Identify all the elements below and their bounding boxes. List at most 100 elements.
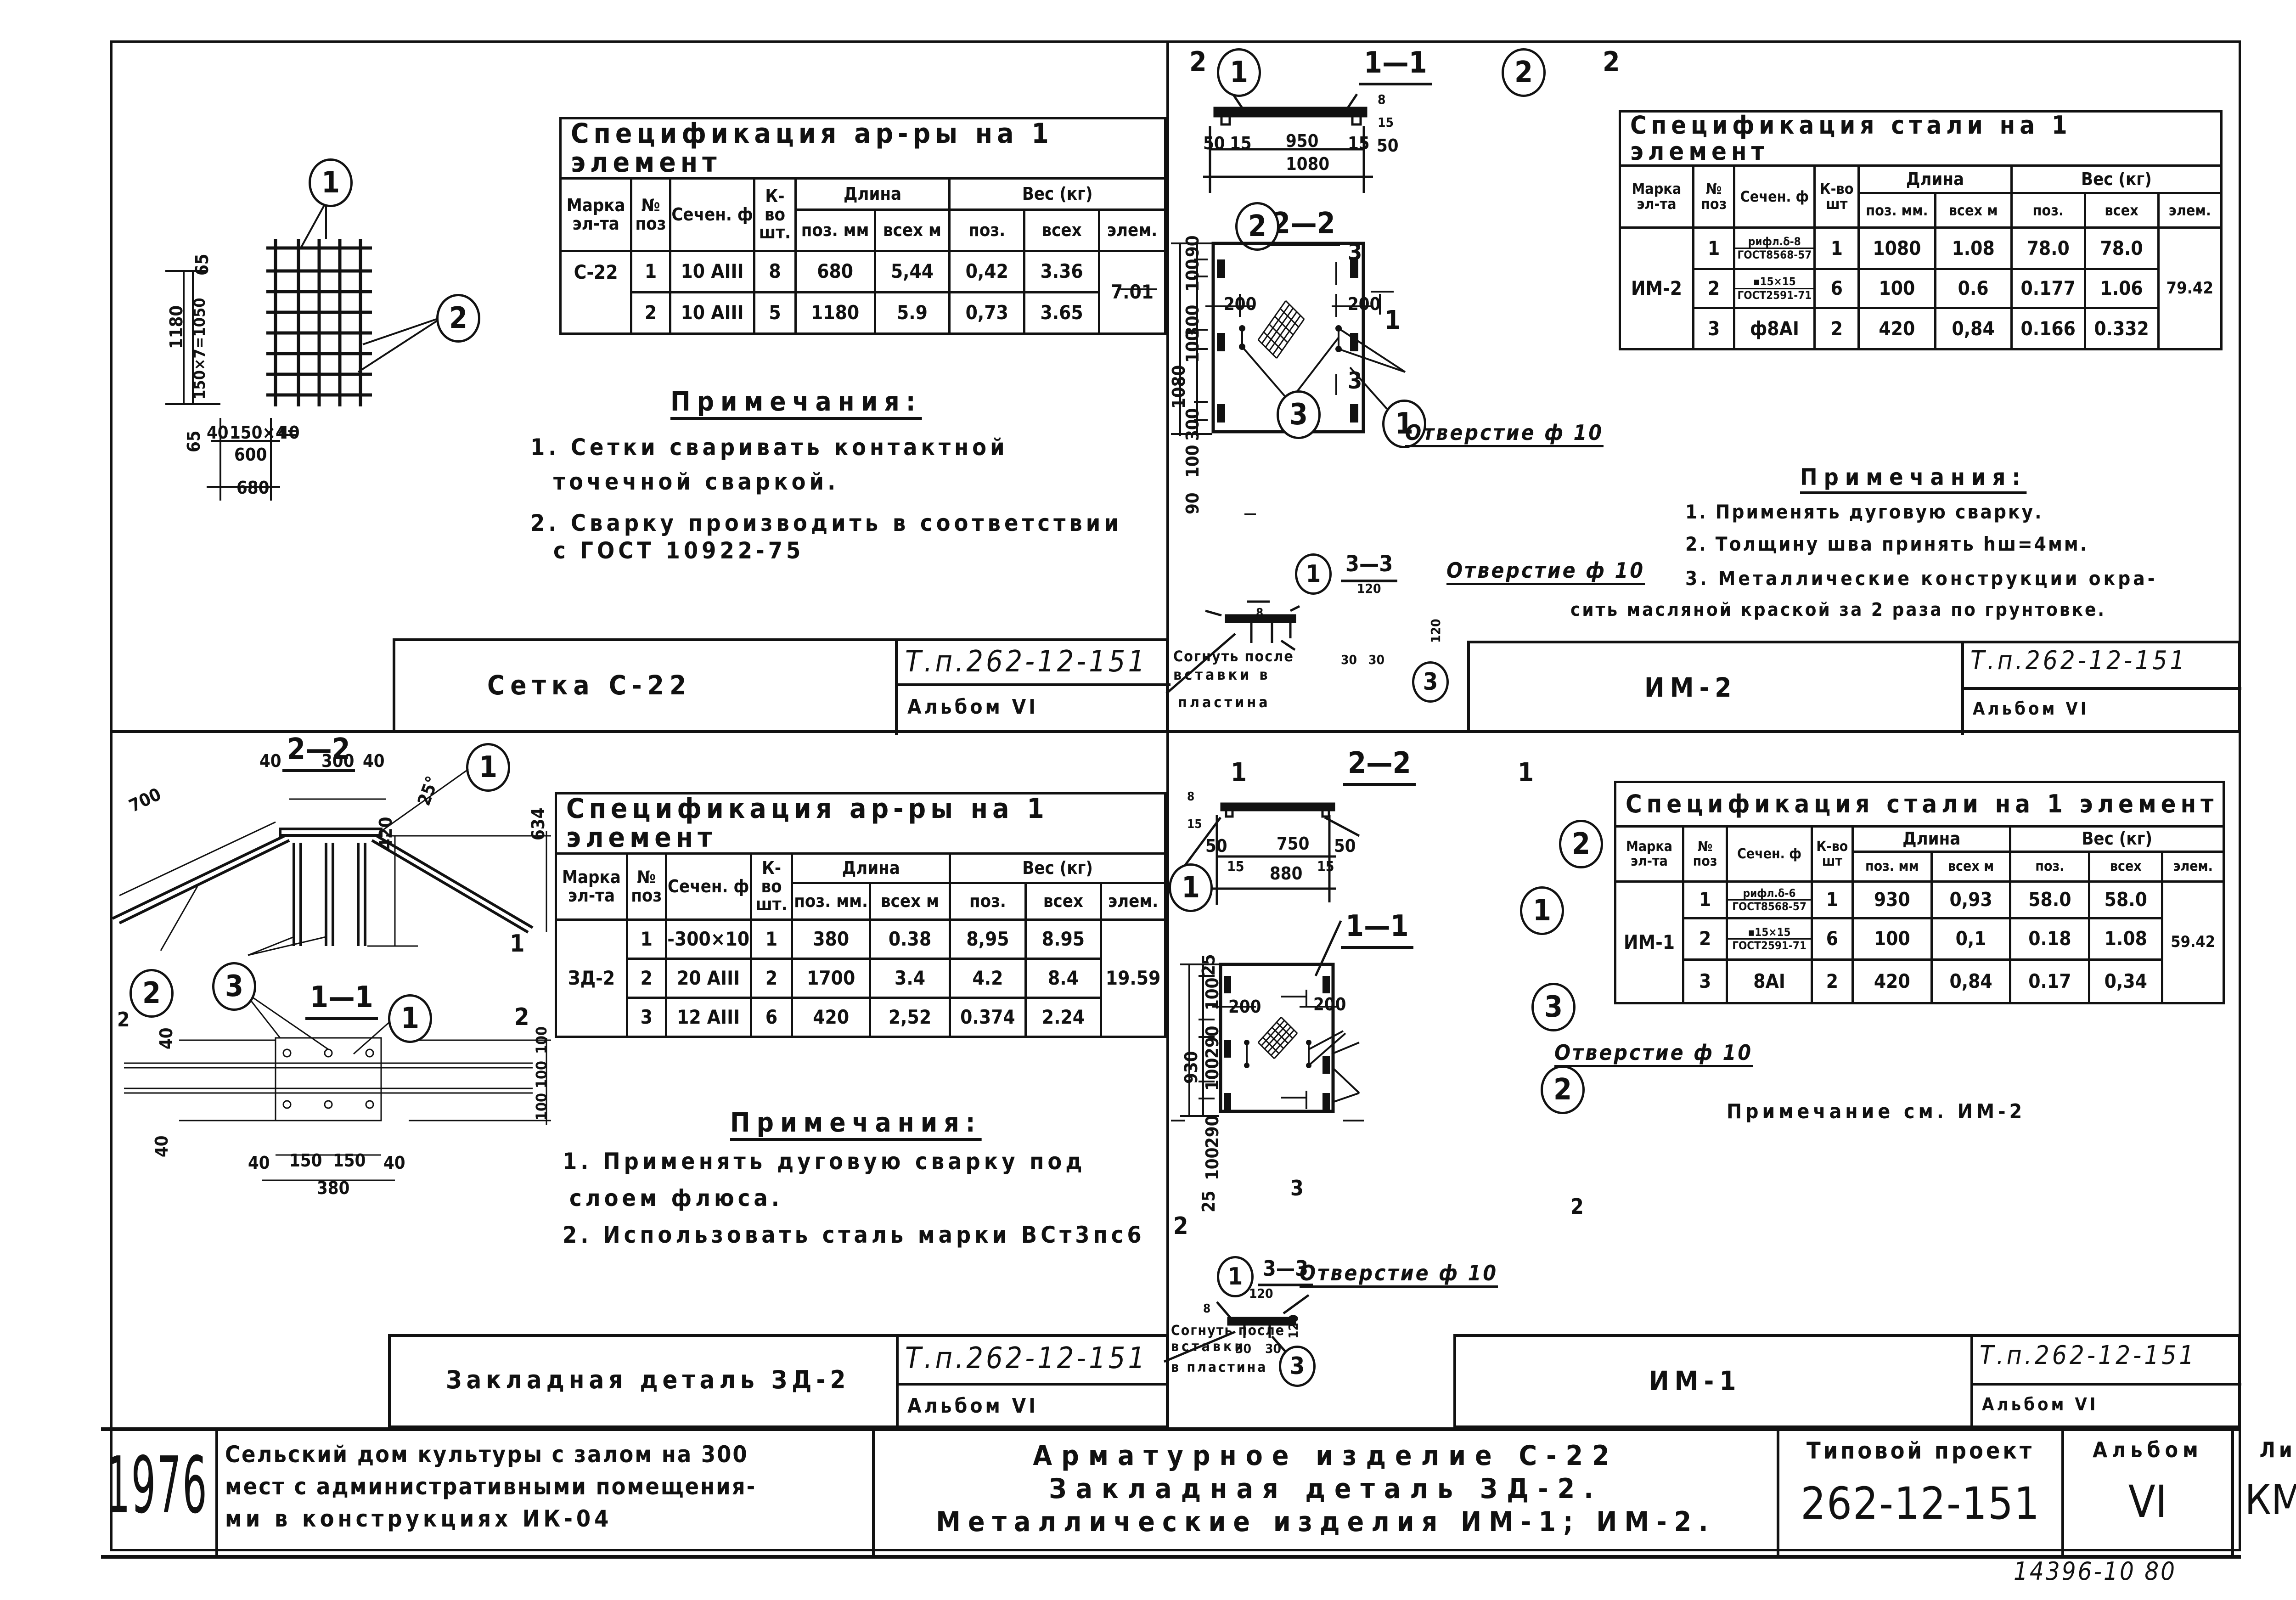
header-pos: № поз [1682, 825, 1728, 883]
header-w-all: всех [1023, 208, 1100, 252]
dim-40-vert: 40 [156, 1027, 176, 1049]
header-pos: № поз [1692, 164, 1736, 229]
dim-1080-width: 1080 [1286, 154, 1330, 174]
dim-30: 30 [1341, 652, 1357, 667]
section-profile: рифл.δ-8 [1735, 236, 1814, 249]
cell-qty: 6 [1810, 917, 1854, 961]
dim-v-290: 290 [1202, 1115, 1222, 1148]
callout-pos-2: 2 [436, 294, 480, 343]
header-length: Длина [791, 852, 951, 884]
spec-title: Спецификация стали на 1 элемент [1619, 110, 2223, 167]
dim-width-left: 40 [207, 423, 229, 443]
cell-len-all: 0,1 [1930, 917, 2012, 961]
cell-section: 10 АIII [669, 291, 756, 335]
cell-mark: ЗД-2 [555, 918, 628, 1038]
cell-w-all: 0,34 [2088, 958, 2164, 1004]
header-w-all: всех [2083, 192, 2160, 229]
cell-w-all: 1.06 [2083, 268, 2160, 310]
header-section: Сечен. ф [1726, 825, 1813, 883]
cell-len-all: 5.9 [873, 291, 951, 335]
spec-table-zd2: Спецификация ар-ры на 1 элемент Марка эл… [555, 792, 1166, 1038]
cut-mark: 1 [1518, 758, 1534, 788]
note-line: 2. Использовать сталь марки ВСт3пс6 [563, 1222, 1145, 1248]
archive-number: 14396-10 80 [2014, 1557, 2177, 1586]
stamp-name: ИМ-2 [1644, 672, 1737, 703]
dim-v-100: 100 [1202, 1147, 1222, 1180]
cell-len-all: 0.6 [1934, 268, 2013, 310]
section-profile: ▪15×15 [1735, 276, 1814, 289]
dim-h-200-right: 200 [1348, 294, 1381, 314]
cell-len-pos: 680 [794, 250, 876, 293]
cell-len-all: 1.08 [1934, 226, 2013, 270]
section-label-2-2: 2—2 [1343, 746, 1416, 786]
note-line: с ГОСТ 10922-75 [553, 537, 805, 564]
stamp-album: Альбом VI [1973, 699, 2089, 719]
dim-30: 30 [1368, 652, 1385, 667]
notes-title: Примечания: [1800, 464, 2027, 490]
dim-width-inner: 150×4= [230, 423, 300, 443]
cell-w-pos: 58.0 [2009, 880, 2091, 919]
stamp-im2: ИМ-2 Т.п.262-12-151 Альбом VI [1467, 641, 2241, 735]
dim-634: 634 [528, 807, 548, 840]
cell-w-all: 2.24 [1024, 997, 1103, 1038]
stamp-im1: ИМ-1 Т.п.262-12-151 Альбом VI [1453, 1334, 2241, 1431]
callout-pos-1: 1 [1382, 400, 1426, 448]
typical-project-cell: Типовой проект 262-12-151 [1779, 1431, 2064, 1555]
header-weight: Вес (кг) [948, 177, 1166, 211]
im2-section-1-1 [1203, 93, 1373, 193]
stamp-album: Альбом VI [1982, 1394, 2099, 1414]
note-line: 1. Применять дуговую сварку. [1685, 501, 2043, 523]
header-w-elem: элем. [1100, 882, 1166, 921]
year-cell: 1976 [101, 1431, 218, 1555]
header-length: Длина [1857, 164, 2013, 195]
stamp-name: Закладная деталь ЗД-2 [446, 1365, 850, 1394]
callout-pos-3: 3 [1279, 1346, 1316, 1387]
cell-w-all: 3.65 [1023, 291, 1100, 335]
header-w-all: всех [2088, 851, 2164, 883]
cell-w-all: 8.95 [1024, 918, 1103, 960]
stamp-zd2: Закладная деталь ЗД-2 Т.п.262-12-151 Аль… [388, 1334, 1169, 1431]
hole-label: Отверстие ф 10 [1405, 420, 1604, 447]
header-mark: Марка эл-та [555, 852, 628, 921]
cell-qty: 2 [1810, 958, 1854, 1004]
project-description-line: ми в конструкциях ИК-04 [225, 1505, 613, 1532]
header-section: Сечен. ф [664, 852, 752, 921]
header-len-all: всех м [1930, 851, 2012, 883]
dim-380: 380 [317, 1178, 350, 1198]
stamp-divider [896, 1383, 1169, 1386]
cell-w-pos: 0.18 [2009, 917, 2091, 961]
zd2-section-2-2 [112, 768, 551, 1181]
dim-h-200-right: 200 [1313, 994, 1346, 1014]
dim-height-inner: 150×7=1050 [191, 298, 209, 400]
dim-v-930: 930 [1181, 1051, 1201, 1084]
cell-len-all: 0.38 [868, 918, 951, 960]
dim-950: 950 [1286, 131, 1319, 151]
title-block: 1976 Сельский дом культуры с залом на 30… [101, 1427, 2296, 1559]
dim-100: 100 [533, 1026, 550, 1054]
album-cell: Альбом VI [2064, 1431, 2234, 1555]
dim-15-vert: 15 [1187, 817, 1202, 831]
cell-w-all: 78.0 [2083, 226, 2160, 270]
stamp-code: Т.п.262-12-151 [1980, 1341, 2197, 1370]
header-length: Длина [794, 177, 951, 211]
album-number: VI [2128, 1476, 2167, 1527]
dim-8: 8 [1187, 790, 1195, 804]
dim-120-vert: 120 [1428, 619, 1443, 643]
leader-lines-c22 [165, 202, 444, 501]
cell-qty: 5 [753, 291, 797, 335]
header-len-all: всех м [873, 208, 951, 252]
cut-mark: 3 [1348, 239, 1362, 265]
dim-100: 100 [533, 1060, 550, 1088]
stamp-code: Т.п.262-12-151 [905, 645, 1148, 679]
section-standard: ГОСТ2591-71 [1732, 939, 1806, 952]
table-row: ЗД-2 1 -300×10 1 380 0.38 8,95 8.95 19.5… [555, 918, 1166, 1038]
cell-len-pos: 1180 [794, 291, 876, 335]
stamp-name: ИМ-1 [1649, 1365, 1742, 1397]
section-profile: рифл.δ-6 [1728, 887, 1811, 901]
header-w-elem: элем. [1097, 208, 1167, 252]
section-label-3-3: 3—3 [1341, 551, 1398, 582]
callout-pos-1: 1 [1169, 863, 1213, 912]
